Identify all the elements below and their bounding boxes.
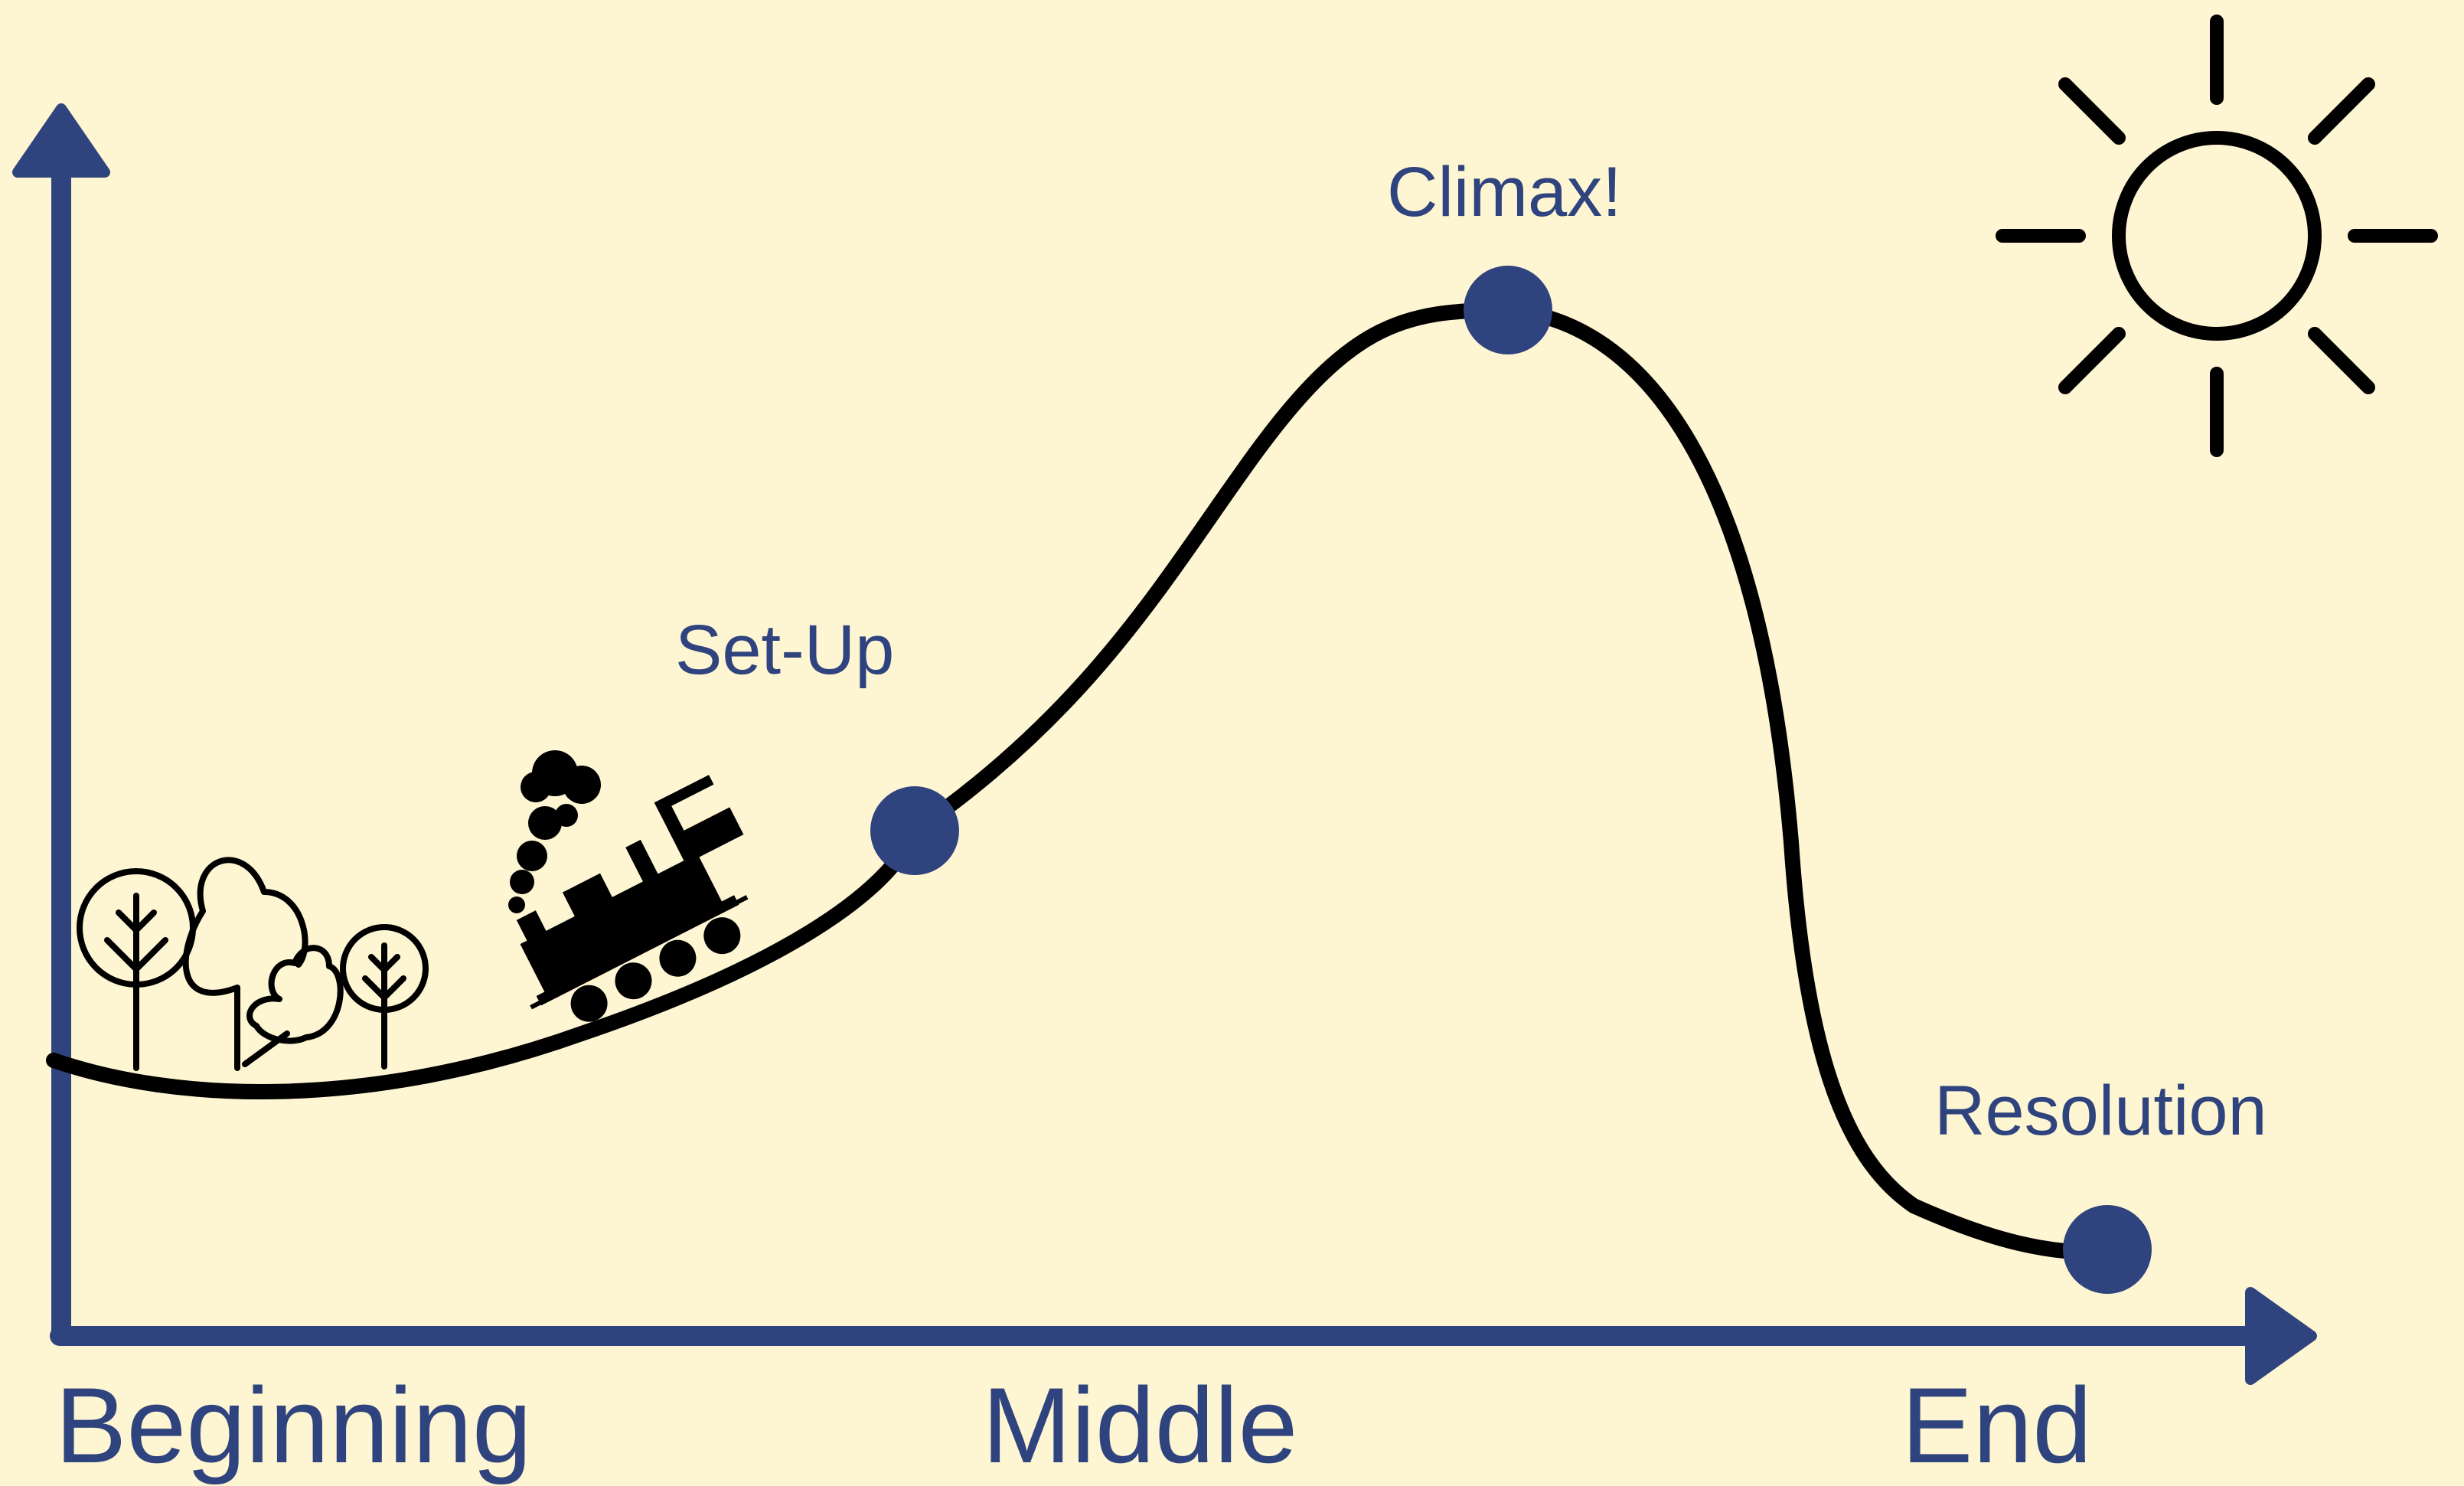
- steam-train-icon: [508, 750, 749, 1022]
- setup-point: [870, 786, 959, 875]
- y-axis-arrow-icon: [12, 103, 110, 178]
- resolution-label: Resolution: [1934, 1072, 2267, 1150]
- trees-icon: [77, 857, 429, 1071]
- x-axis-arrow-icon: [2245, 1287, 2317, 1385]
- climax-label: Climax!: [1387, 153, 1622, 231]
- setup-label: Set-Up: [675, 611, 894, 689]
- middle-label: Middle: [982, 1365, 1297, 1485]
- story-arc-curve: [46, 302, 2116, 1260]
- climax-point: [1464, 266, 1552, 354]
- y-axis: [12, 103, 110, 1346]
- beginning-label: Beginning: [55, 1365, 532, 1485]
- resolution-point: [2063, 1205, 2152, 1294]
- end-label: End: [1901, 1365, 2092, 1485]
- sun-icon: [1996, 15, 2438, 457]
- x-axis: [50, 1287, 2317, 1385]
